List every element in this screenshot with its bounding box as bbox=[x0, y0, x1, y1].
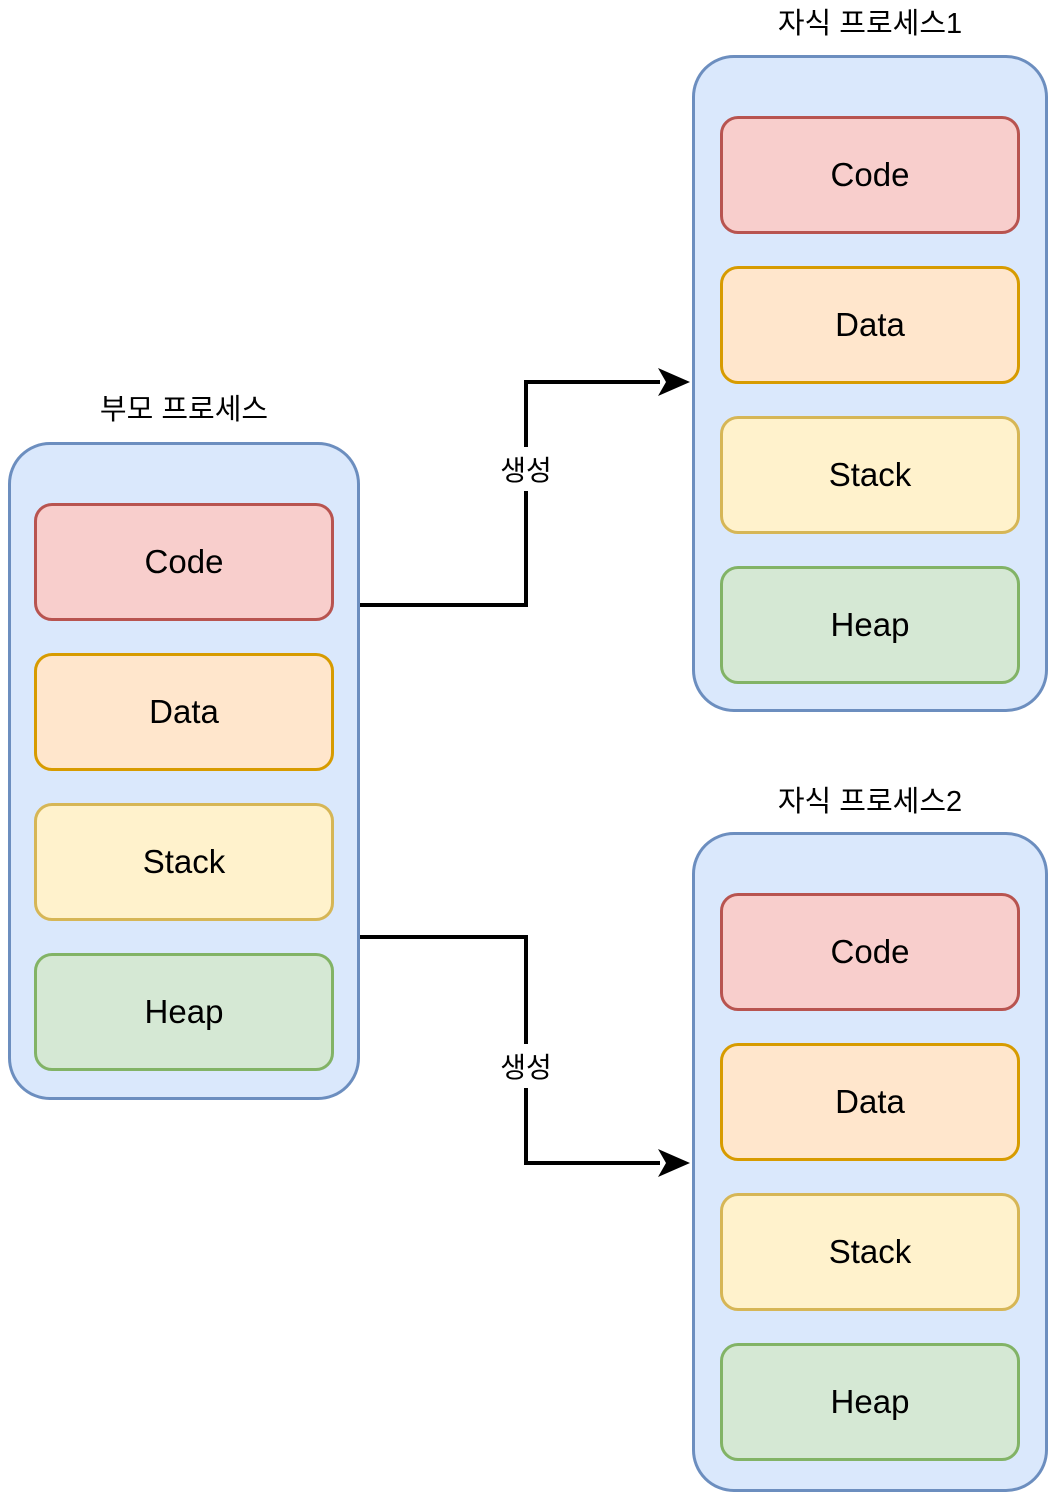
child1-process-title: 자식 프로세스1 bbox=[777, 8, 963, 40]
child2-segment-code: Code bbox=[720, 893, 1020, 1011]
child2-segment-heap: Heap bbox=[720, 1343, 1020, 1461]
parent-segment-heap: Heap bbox=[34, 953, 334, 1071]
create-arrow-child1 bbox=[360, 368, 690, 607]
arrowhead-child2 bbox=[658, 1149, 690, 1177]
child2-segment-data: Data bbox=[720, 1043, 1020, 1161]
parent-segment-data: Data bbox=[34, 653, 334, 771]
arrowhead-child1 bbox=[658, 368, 690, 396]
child2-process-title: 자식 프로세스2 bbox=[777, 786, 963, 818]
create-edge-label-1: 생성 bbox=[482, 447, 570, 491]
child1-segment-heap: Heap bbox=[720, 566, 1020, 684]
parent-process-container: Code Data Stack Heap bbox=[8, 442, 360, 1100]
create-edge-label-2: 생성 bbox=[482, 1044, 570, 1088]
parent-process-title: 부모 프로세스 bbox=[99, 394, 269, 426]
child1-segment-code: Code bbox=[720, 116, 1020, 234]
child1-segment-data: Data bbox=[720, 266, 1020, 384]
parent-segment-code: Code bbox=[34, 503, 334, 621]
parent-segment-stack: Stack bbox=[34, 803, 334, 921]
child1-segment-stack: Stack bbox=[720, 416, 1020, 534]
child2-segment-stack: Stack bbox=[720, 1193, 1020, 1311]
child1-process-container: Code Data Stack Heap bbox=[692, 55, 1048, 712]
child2-process-container: Code Data Stack Heap bbox=[692, 832, 1048, 1492]
